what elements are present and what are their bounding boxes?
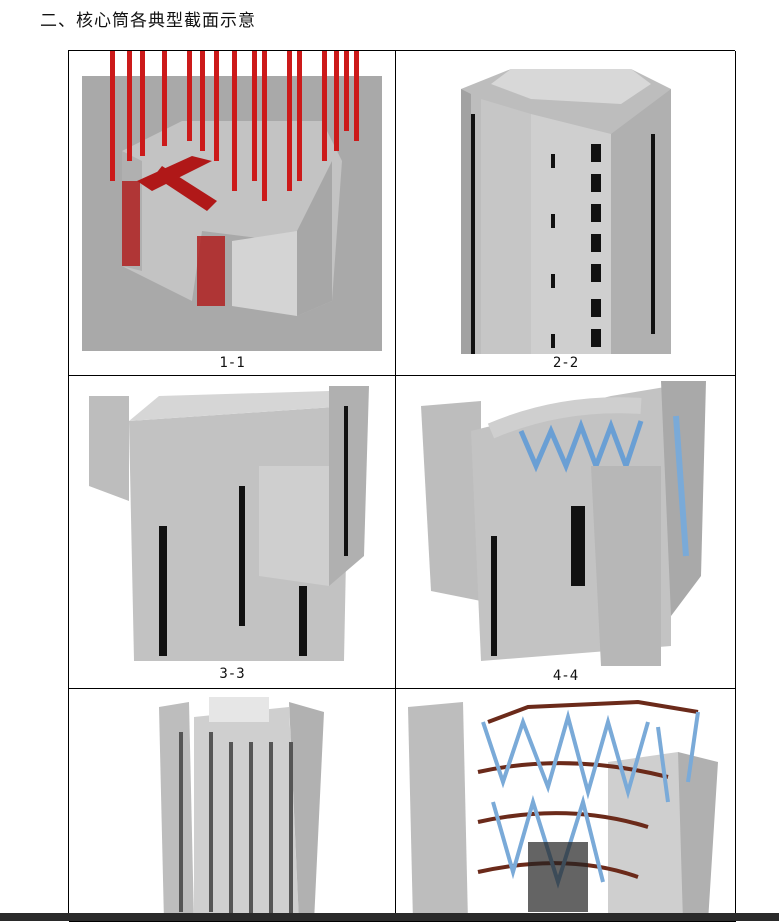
section-image-5-5 bbox=[159, 697, 324, 921]
section-image-2-2 bbox=[461, 69, 671, 354]
section-image-3-3 bbox=[89, 386, 369, 661]
section-grid: 1-1 2-2 bbox=[68, 50, 736, 922]
section-cell-1-1: 1-1 bbox=[69, 51, 396, 376]
bottom-bar bbox=[0, 913, 779, 921]
section-caption: 1-1 bbox=[219, 355, 245, 371]
section-image-1-1 bbox=[82, 51, 382, 351]
section-cell-2-2: 2-2 bbox=[396, 51, 736, 376]
section-caption: 3-3 bbox=[219, 666, 245, 682]
section-caption: 4-4 bbox=[552, 668, 579, 684]
section-heading: 二、核心筒各典型截面示意 bbox=[40, 11, 256, 31]
section-cell-6-6 bbox=[396, 689, 736, 922]
section-cell-5-5 bbox=[69, 689, 396, 922]
section-caption: 2-2 bbox=[552, 355, 579, 371]
section-image-6-6 bbox=[408, 699, 718, 921]
section-cell-4-4: 4-4 bbox=[396, 376, 736, 689]
section-cell-3-3: 3-3 bbox=[69, 376, 396, 689]
section-image-4-4 bbox=[421, 381, 706, 666]
